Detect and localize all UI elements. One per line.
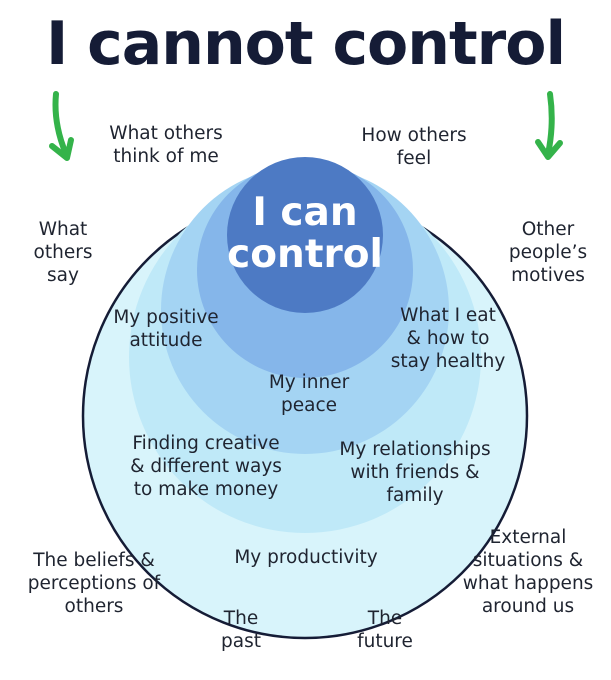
- label-others-say: What others say: [33, 219, 93, 286]
- label-others-feel: How others feel: [361, 125, 467, 169]
- core-circle: [227, 157, 383, 313]
- label-beliefs: The beliefs & perceptions of others: [27, 550, 161, 617]
- arrow-down-left-icon: [49, 91, 74, 161]
- label-creative-money: Finding creative & different ways to mak…: [130, 433, 282, 500]
- label-past: The past: [221, 608, 261, 652]
- center-label: I can control: [227, 190, 383, 277]
- label-external: External situations & what happens aroun…: [462, 527, 594, 617]
- label-what-i-eat: What I eat & how to stay healthy: [390, 305, 506, 372]
- label-inner-peace: My inner peace: [268, 372, 350, 416]
- label-others-motives: Other people’s motives: [508, 219, 588, 286]
- label-positive-attitude: My positive attitude: [113, 307, 219, 351]
- arrow-down-right-icon: [535, 91, 563, 160]
- label-future: The future: [357, 608, 413, 652]
- label-productivity: My productivity: [234, 547, 378, 568]
- label-relationships: My relationships with friends & family: [339, 439, 491, 506]
- page-title: I cannot control: [45, 9, 566, 79]
- label-others-think: What others think of me: [109, 123, 223, 167]
